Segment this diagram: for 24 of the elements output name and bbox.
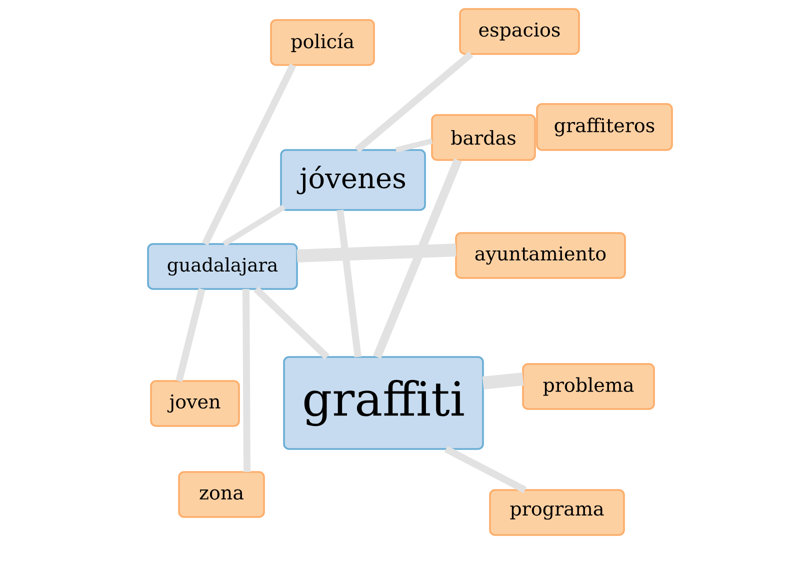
connector-line	[444, 446, 527, 494]
connector-line	[395, 138, 433, 153]
connector-line	[176, 288, 206, 382]
connector-line	[296, 244, 456, 262]
connector-line	[254, 286, 330, 360]
word-box: guadalajara	[147, 243, 298, 290]
connector-line	[354, 51, 474, 153]
word-box: zona	[178, 471, 265, 518]
word-box: jóvenes	[280, 149, 426, 211]
connector-line	[202, 63, 296, 246]
connector-line	[242, 288, 250, 472]
word-box: ayuntamiento	[455, 232, 626, 279]
connector-line	[336, 210, 362, 358]
word-box: programa	[489, 489, 625, 536]
word-box: problema	[522, 363, 655, 410]
word-box: policía	[270, 19, 375, 66]
word-box: graffiti	[283, 356, 484, 450]
connector-line	[482, 372, 524, 390]
word-box: bardas	[431, 114, 536, 161]
connector-line	[373, 158, 462, 359]
word-box: espacios	[459, 8, 580, 55]
word-box: graffiteros	[536, 103, 673, 151]
word-box: joven	[150, 380, 240, 427]
connector-line	[222, 204, 286, 246]
